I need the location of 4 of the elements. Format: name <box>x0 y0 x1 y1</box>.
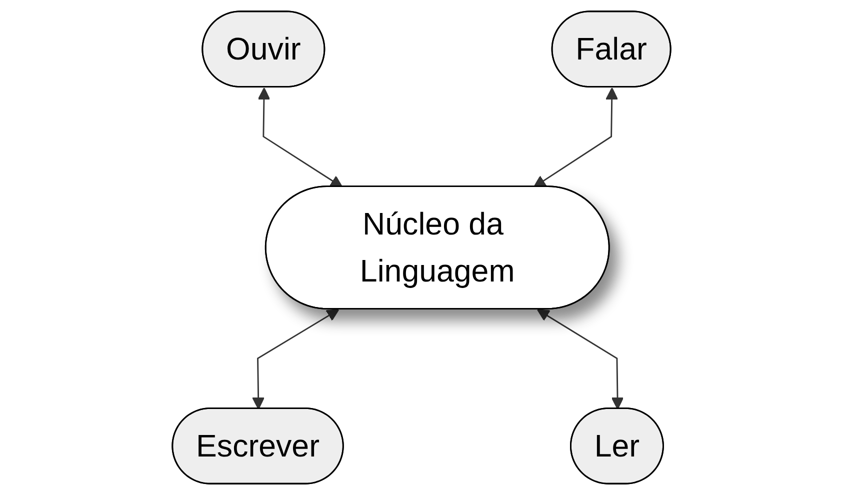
arrow <box>533 87 618 188</box>
arrow <box>252 309 340 410</box>
arrow <box>258 87 343 188</box>
arrow <box>537 309 624 410</box>
